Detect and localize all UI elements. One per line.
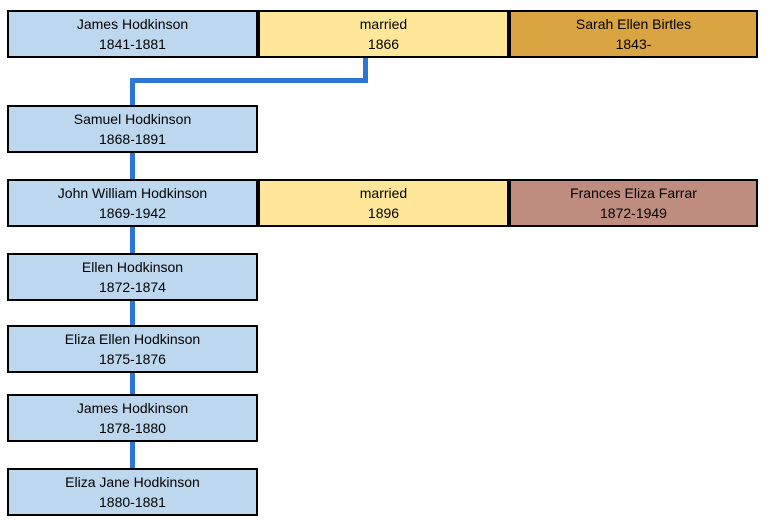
node-years: 1866 xyxy=(367,36,400,52)
node-years: 1872-1874 xyxy=(99,279,166,295)
node-married-1866: married 1866 xyxy=(258,10,509,58)
node-years: 1878-1880 xyxy=(99,420,166,436)
node-ellen-hodkinson: Ellen Hodkinson 1872-1874 xyxy=(7,253,258,301)
node-name: Sarah Ellen Birtles xyxy=(575,16,692,32)
node-years: 1868-1891 xyxy=(99,131,166,147)
connector-james-to-eliza-jane xyxy=(130,442,135,468)
node-john-william-hodkinson: John William Hodkinson 1869-1942 xyxy=(7,179,258,227)
node-years: 1880-1881 xyxy=(99,494,166,510)
connector-ellen-to-eliza-ellen xyxy=(130,301,135,325)
node-name: Ellen Hodkinson xyxy=(81,259,184,275)
connector-john-william-to-ellen xyxy=(130,227,135,253)
node-years: 1875-1876 xyxy=(99,351,166,367)
connector-marriage1866-drop xyxy=(363,58,368,83)
connector-to-samuel xyxy=(130,78,135,105)
node-married-1896: married 1896 xyxy=(258,179,509,227)
connector-marriage1866-horizontal xyxy=(130,78,368,83)
node-name: Eliza Jane Hodkinson xyxy=(65,474,200,490)
node-name: married xyxy=(359,185,408,201)
node-samuel-hodkinson: Samuel Hodkinson 1868-1891 xyxy=(7,105,258,153)
node-sarah-ellen-birtles: Sarah Ellen Birtles 1843- xyxy=(509,10,758,58)
node-name: James Hodkinson xyxy=(76,400,189,416)
node-name: John William Hodkinson xyxy=(57,185,208,201)
node-james-hodkinson-1878: James Hodkinson 1878-1880 xyxy=(7,394,258,442)
connector-samuel-to-john-william xyxy=(130,153,135,179)
node-frances-eliza-farrar: Frances Eliza Farrar 1872-1949 xyxy=(509,179,758,227)
node-name: James Hodkinson xyxy=(76,16,189,32)
node-years: 1841-1881 xyxy=(99,36,166,52)
node-years: 1896 xyxy=(367,205,400,221)
node-years: 1843- xyxy=(615,36,652,52)
node-james-hodkinson-1841: James Hodkinson 1841-1881 xyxy=(7,10,258,58)
node-name: Frances Eliza Farrar xyxy=(570,185,697,201)
node-years: 1872-1949 xyxy=(600,205,667,221)
node-eliza-jane-hodkinson: Eliza Jane Hodkinson 1880-1881 xyxy=(7,468,258,516)
node-name: Eliza Ellen Hodkinson xyxy=(64,331,201,347)
node-name: married xyxy=(359,16,408,32)
node-eliza-ellen-hodkinson: Eliza Ellen Hodkinson 1875-1876 xyxy=(7,325,258,373)
node-name: Samuel Hodkinson xyxy=(73,111,192,127)
connector-eliza-ellen-to-james xyxy=(130,373,135,394)
node-years: 1869-1942 xyxy=(99,205,166,221)
